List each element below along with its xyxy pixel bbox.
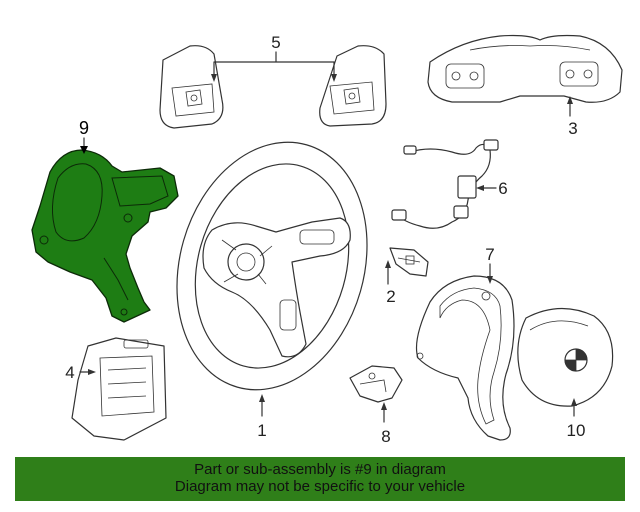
banner-line-1: Part or sub-assembly is #9 in diagram bbox=[194, 461, 446, 478]
callout-3: 3 bbox=[568, 119, 577, 138]
part-info-banner: Part or sub-assembly is #9 in diagram Di… bbox=[15, 457, 625, 501]
callout-8-leader bbox=[381, 402, 387, 423]
callout-10: 10 bbox=[567, 421, 586, 440]
callout-8: 8 bbox=[381, 427, 390, 446]
part-9-trim-cover[interactable] bbox=[31, 149, 179, 323]
part-1-steering-wheel[interactable] bbox=[149, 120, 395, 413]
callout-6: 6 bbox=[498, 179, 507, 198]
callout-2: 2 bbox=[386, 287, 395, 306]
part-3-multifunction-switch[interactable] bbox=[427, 34, 623, 103]
callout-4: 4 bbox=[65, 363, 74, 382]
callout-5-leader bbox=[211, 51, 337, 82]
part-10-airbag[interactable] bbox=[517, 307, 614, 407]
part-2-connector[interactable] bbox=[389, 247, 429, 277]
callout-6-leader bbox=[476, 185, 497, 191]
callout-9-leader bbox=[80, 137, 88, 154]
callout-3-leader bbox=[567, 96, 573, 117]
part-8-bracket[interactable] bbox=[349, 365, 403, 403]
part-7-bezel-trim[interactable] bbox=[415, 275, 515, 441]
callout-7-leader bbox=[487, 263, 493, 284]
part-6-wiring-harness[interactable] bbox=[391, 139, 499, 229]
callout-5: 5 bbox=[271, 33, 280, 52]
callout-9: 9 bbox=[79, 118, 89, 138]
part-4-control-module[interactable] bbox=[71, 337, 167, 441]
callout-10-leader bbox=[571, 398, 577, 417]
callout-2-leader bbox=[385, 260, 391, 285]
part-5-paddle-shifters[interactable] bbox=[159, 45, 387, 129]
callout-1-leader bbox=[259, 394, 265, 417]
callout-7: 7 bbox=[485, 245, 494, 264]
banner-line-2: Diagram may not be specific to your vehi… bbox=[174, 478, 466, 495]
callout-1: 1 bbox=[257, 421, 266, 440]
callout-4-leader bbox=[79, 369, 96, 375]
